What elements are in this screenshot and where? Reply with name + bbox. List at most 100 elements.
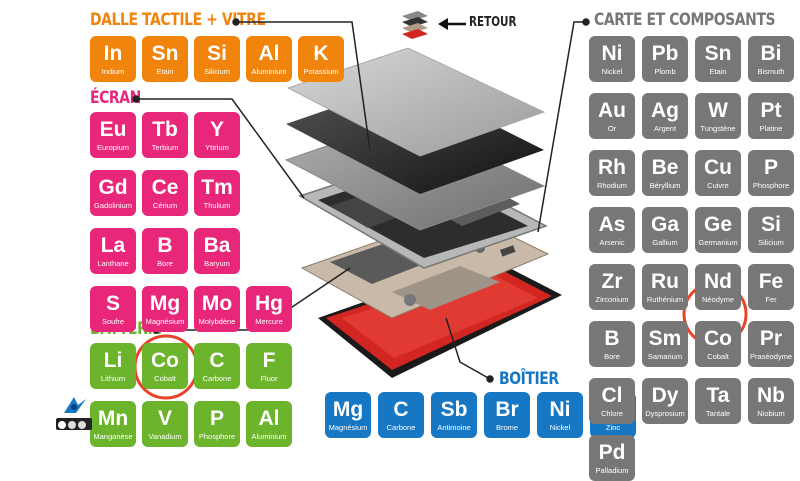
tile-element-name: Manganèse (93, 431, 133, 441)
tile-element-name: Samarium (647, 351, 683, 361)
tile-element-name: Carbone (386, 422, 416, 432)
arrow-left-icon[interactable] (438, 18, 466, 30)
glass-layer (286, 47, 546, 157)
retour-button[interactable]: RETOUR (469, 15, 517, 30)
tile-element-name: Tantale (705, 408, 731, 418)
tile-element-name: Carbone (202, 373, 232, 383)
tile-symbol: Br (495, 397, 519, 421)
tile-symbol: Bi (760, 41, 782, 65)
phone-thumbnail-icon[interactable] (402, 11, 428, 39)
title-dalle-tactile: DALLE TACTILE + VITRE (90, 10, 266, 30)
tile-symbol: La (100, 233, 126, 257)
tile-symbol: Sn (151, 41, 179, 65)
tile-symbol: Mg (332, 397, 364, 421)
tile-symbol: C (209, 348, 225, 372)
tile-symbol: Ce (151, 175, 179, 199)
tile-element-name: Yttrium (205, 142, 229, 152)
tile-element-name: Chlore (600, 408, 624, 418)
tile-symbol: Nd (704, 269, 732, 293)
tile-element-name: Molybdène (198, 316, 236, 326)
tile-element-name: Mercure (255, 316, 283, 326)
tile-symbol: Pb (651, 41, 679, 65)
tile-element-name: Potassium (303, 66, 339, 76)
title-carte-composants: CARTE ET COMPOSANTS (594, 10, 776, 30)
tile-symbol: Dy (651, 383, 679, 407)
tile-element-name: Nickel (601, 66, 623, 76)
tile-symbol: Cl (601, 383, 623, 407)
connector-carte (537, 21, 586, 233)
tile-element-name: Zinc (605, 422, 621, 432)
tile-element-name: Niobium (757, 408, 785, 418)
tile-element-name: Palladium (595, 465, 629, 475)
tile-symbol: Co (704, 326, 732, 350)
tile-symbol: C (393, 397, 409, 421)
connector-dalle (236, 21, 371, 151)
tile-symbol: Si (761, 212, 781, 236)
tile-element-name: Fluor (260, 373, 278, 383)
tile-symbol: B (604, 326, 620, 350)
tile-element-name: Praséodyme (749, 351, 793, 361)
tile-symbol: Al (258, 41, 280, 65)
